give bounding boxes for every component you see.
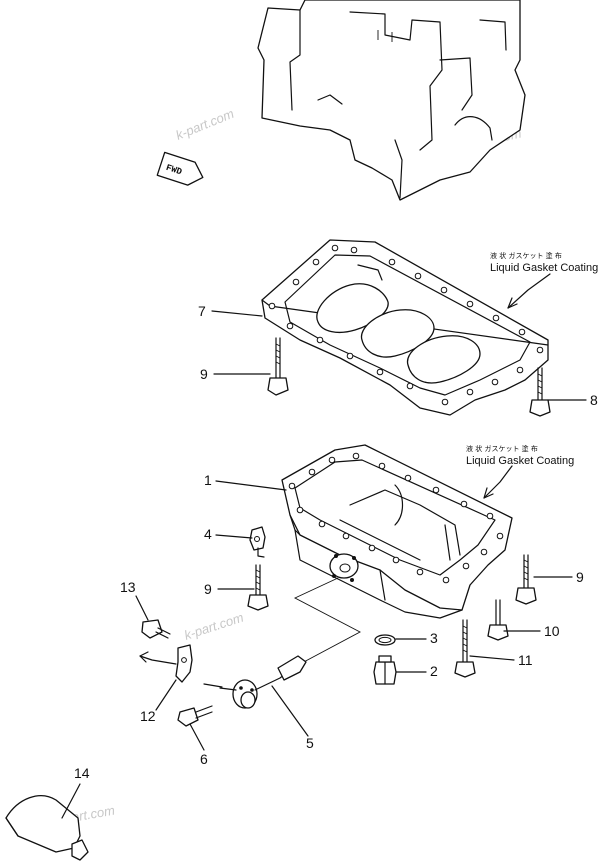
oil-pan-holes <box>288 452 504 584</box>
callout-3: 3 <box>430 630 438 646</box>
oil-level-sensor <box>203 655 307 709</box>
callout-7: 7 <box>198 303 206 319</box>
upper-note-jp: 液 状 ガスケット 塗 布 <box>490 251 562 260</box>
bolt <box>529 367 551 417</box>
bolt <box>177 705 213 727</box>
callout-9: 9 <box>576 569 584 585</box>
lower-note-en: Liquid Gasket Coating <box>466 455 574 467</box>
callout-11: 11 <box>518 652 533 668</box>
bolt <box>487 599 509 641</box>
oil-pan-gasket-plate <box>261 239 549 416</box>
callout-1: 1 <box>204 472 212 488</box>
watermark: k-part.com <box>182 610 245 643</box>
gasket-tube <box>5 795 89 861</box>
callout-9: 9 <box>200 366 208 382</box>
watermark: k-part.com <box>174 106 237 143</box>
callout-13: 13 <box>120 579 136 595</box>
bolt <box>267 337 289 396</box>
bolt <box>247 564 269 611</box>
bolt <box>454 619 476 678</box>
callout-8: 8 <box>590 392 598 408</box>
upper-note: 液 状 ガスケット 塗 布 Liquid Gasket Coating <box>490 251 598 309</box>
bolt <box>141 619 171 639</box>
callout-4: 4 <box>204 526 212 542</box>
assembly-guide-line <box>293 577 361 665</box>
upper-note-en: Liquid Gasket Coating <box>490 262 598 274</box>
callout-14: 14 <box>74 765 90 781</box>
callout-10: 10 <box>544 623 560 639</box>
callout-9: 9 <box>204 581 212 597</box>
gasket-plate-holes <box>268 244 544 406</box>
callout-12: 12 <box>140 708 156 724</box>
o-ring <box>374 634 396 646</box>
washer-plate <box>249 526 266 558</box>
lower-note-jp: 液 状 ガスケット 塗 布 <box>466 444 538 453</box>
oil-pan <box>281 444 513 619</box>
bolt <box>515 554 537 605</box>
drain-plug <box>373 655 397 685</box>
engine-block <box>257 0 526 201</box>
callout-2: 2 <box>430 663 438 679</box>
callouts: 7 9 8 1 4 9 9 13 3 10 2 11 12 <box>61 303 598 819</box>
fwd-label: FWD <box>165 163 184 178</box>
fwd-arrow: FWD <box>156 151 204 186</box>
callout-6: 6 <box>200 751 208 767</box>
lower-note: 液 状 ガスケット 塗 布 Liquid Gasket Coating <box>466 444 574 499</box>
bracket <box>139 644 193 683</box>
callout-5: 5 <box>306 735 314 751</box>
